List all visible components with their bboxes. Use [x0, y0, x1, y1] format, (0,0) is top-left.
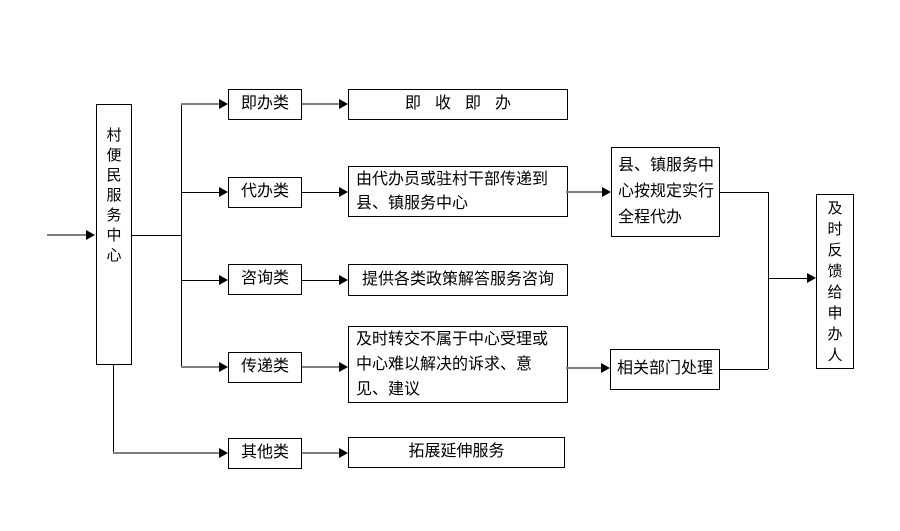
arrow-to-cat4-shaft	[181, 366, 219, 368]
arrow-to-feedback-shaft	[768, 278, 807, 279]
action-label: 由代办员或驻村干部传递到县、镇服务中心	[356, 170, 549, 212]
category-label: 其他类	[240, 444, 289, 462]
feedback-node: 及时反馈给申办人	[816, 194, 854, 369]
arrow-cat1-action-head-icon	[339, 99, 348, 109]
arrow-to-cat2-shaft	[181, 192, 219, 193]
arrow-cat4-action-shaft	[302, 366, 339, 368]
category-label: 咨询类	[240, 270, 289, 288]
handler-node-related-dept: 相关部门处理	[610, 349, 720, 390]
arrow-to-cat5-head-icon	[219, 448, 228, 458]
arrow-action2-county-head-icon	[602, 187, 611, 197]
category-node-chuandi: 传递类	[228, 352, 302, 383]
category-label: 代办类	[240, 183, 289, 201]
feedback-node-label: 及时反馈给申办人	[827, 199, 843, 364]
arrow-to-cat2-head-icon	[219, 187, 228, 197]
action-node-forward-requests: 及时转交不属于中心受理或中心难以解决的诉求、意见、建议	[348, 326, 568, 403]
entry-node: 村便民服务中心	[96, 104, 132, 365]
action-node-extended-service: 拓展延伸服务	[348, 437, 565, 468]
arrow-to-feedback-head-icon	[807, 273, 816, 283]
action-label: 及时转交不属于中心受理或中心难以解决的诉求、意见、建议	[356, 331, 549, 398]
arrow-cat4-action-head-icon	[339, 362, 348, 372]
action-label: 即收即办	[404, 95, 525, 113]
arrow-to-cat3-head-icon	[219, 275, 228, 285]
arrow-to-cat1-head-icon	[219, 99, 228, 109]
arrow-cat2-action-head-icon	[339, 187, 348, 197]
branch-spine-line	[181, 104, 182, 368]
dept-to-merge-line	[720, 369, 768, 370]
trunk-stub-line	[132, 235, 181, 236]
entry-node-label: 村便民服务中心	[106, 127, 122, 264]
arrow-to-cat4-head-icon	[219, 362, 228, 372]
county-to-merge-line	[720, 192, 768, 193]
action-label: 提供各类政策解答服务咨询	[361, 270, 554, 288]
arrow-to-cat1-shaft	[181, 103, 219, 105]
arrow-cat3-action-head-icon	[339, 275, 348, 285]
action-node-jishoujiban: 即收即办	[348, 89, 568, 120]
arrow-cat5-action-shaft	[302, 452, 339, 454]
arrow-cat5-action-head-icon	[339, 448, 348, 458]
arrow-to-cat5-shaft	[113, 452, 219, 454]
entry-arrow-head-icon	[86, 230, 95, 240]
handler-label: 相关部门处理	[616, 360, 713, 378]
category-node-qita: 其他类	[228, 438, 302, 469]
category-node-jiban: 即办类	[228, 89, 302, 120]
arrow-action4-dept-head-icon	[601, 363, 610, 373]
handler-node-county-center: 县、镇服务中心按规定实行全程代办	[611, 147, 720, 237]
entry-arrow-shaft	[47, 234, 86, 236]
category-node-daiban: 代办类	[228, 177, 302, 208]
bottom-branch-vline	[113, 365, 114, 453]
handler-label: 县、镇服务中心按规定实行全程代办	[618, 157, 715, 226]
arrow-cat3-action-shaft	[302, 280, 339, 281]
category-label: 传递类	[240, 358, 289, 376]
arrow-action4-dept-shaft	[566, 367, 601, 369]
merge-vline	[768, 192, 769, 369]
action-node-policy-consult: 提供各类政策解答服务咨询	[348, 264, 568, 296]
arrow-cat2-action-shaft	[302, 192, 339, 193]
category-node-zixun: 咨询类	[228, 264, 302, 295]
arrow-to-cat3-shaft	[181, 280, 219, 281]
action-node-daiban-transfer: 由代办员或驻村干部传递到县、镇服务中心	[348, 166, 568, 217]
arrow-cat1-action-shaft	[302, 103, 339, 105]
arrow-action2-county-shaft	[566, 191, 602, 193]
category-label: 即办类	[240, 95, 289, 113]
action-label: 拓展延伸服务	[408, 443, 505, 461]
